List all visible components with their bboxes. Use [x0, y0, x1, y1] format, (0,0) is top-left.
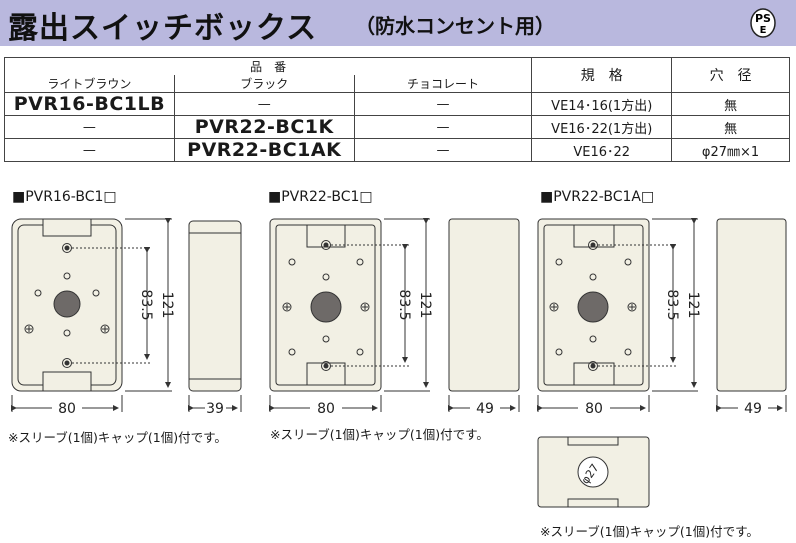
dim-depth-1: 39 [206, 401, 224, 417]
dimension-lines-1 [11, 218, 172, 412]
diagram-label-2: ■PVR22-BC1□ [268, 189, 373, 205]
dim-width-2: 80 [317, 401, 335, 417]
box-front-3 [537, 218, 650, 392]
box-front-2 [269, 218, 382, 392]
box-front-1 [11, 218, 123, 392]
dim-outer-1: 121 [159, 292, 175, 319]
col-header-black: ブラック [173, 75, 355, 93]
svg-text:PS: PS [755, 12, 771, 25]
svg-text:E: E [760, 25, 767, 36]
dim-inner-1: 83.5 [138, 289, 154, 320]
box-side-2 [448, 218, 520, 412]
dim-inner-2: 83.5 [396, 289, 412, 320]
note-2: ※スリーブ(1個)キャップ(1個)付です。 [270, 427, 489, 442]
dim-inner-3: 83.5 [664, 289, 680, 320]
spec-table: 品 番 規 格 穴 径 ライトブラウン ブラック チョコレート PVR16-BC… [3, 57, 790, 162]
pse-mark-icon: PS E [750, 8, 776, 38]
dim-depth-3: 49 [744, 401, 762, 417]
box-side-1 [188, 220, 242, 412]
dim-width-3: 80 [585, 401, 603, 417]
table-row: — PVR22-BC1K — VE16･22(1方出) 無 [4, 115, 790, 139]
diagram-label-3: ■PVR22-BC1A□ [540, 189, 655, 205]
dim-outer-2: 121 [417, 292, 433, 319]
note-3: ※スリーブ(1個)キャップ(1個)付です。 [540, 524, 759, 539]
page-subtitle: （防水コンセント用） [355, 14, 555, 38]
table-row: — PVR22-BC1AK — VE16･22 φ27㎜×1 [4, 138, 790, 162]
diagram-label-1: ■PVR16-BC1□ [12, 189, 117, 205]
group-header: 品 番 [3, 57, 533, 75]
dim-depth-2: 49 [476, 401, 494, 417]
box-side-3 [716, 218, 787, 412]
col-header-spec: 規 格 [531, 57, 673, 93]
dimension-lines-3 [537, 218, 698, 412]
box-bottom-3 [537, 436, 650, 508]
page-title: 露出スイッチボックス [8, 11, 318, 46]
dim-width-1: 80 [58, 401, 76, 417]
note-1: ※スリーブ(1個)キャップ(1個)付です。 [8, 430, 227, 445]
dimension-lines-2 [269, 218, 430, 412]
dim-outer-3: 121 [685, 292, 701, 319]
table-row: PVR16-BC1LB — — VE14･16(1方出) 無 [4, 92, 790, 116]
title-band [0, 0, 796, 46]
col-header-hole: 穴 径 [671, 57, 790, 93]
